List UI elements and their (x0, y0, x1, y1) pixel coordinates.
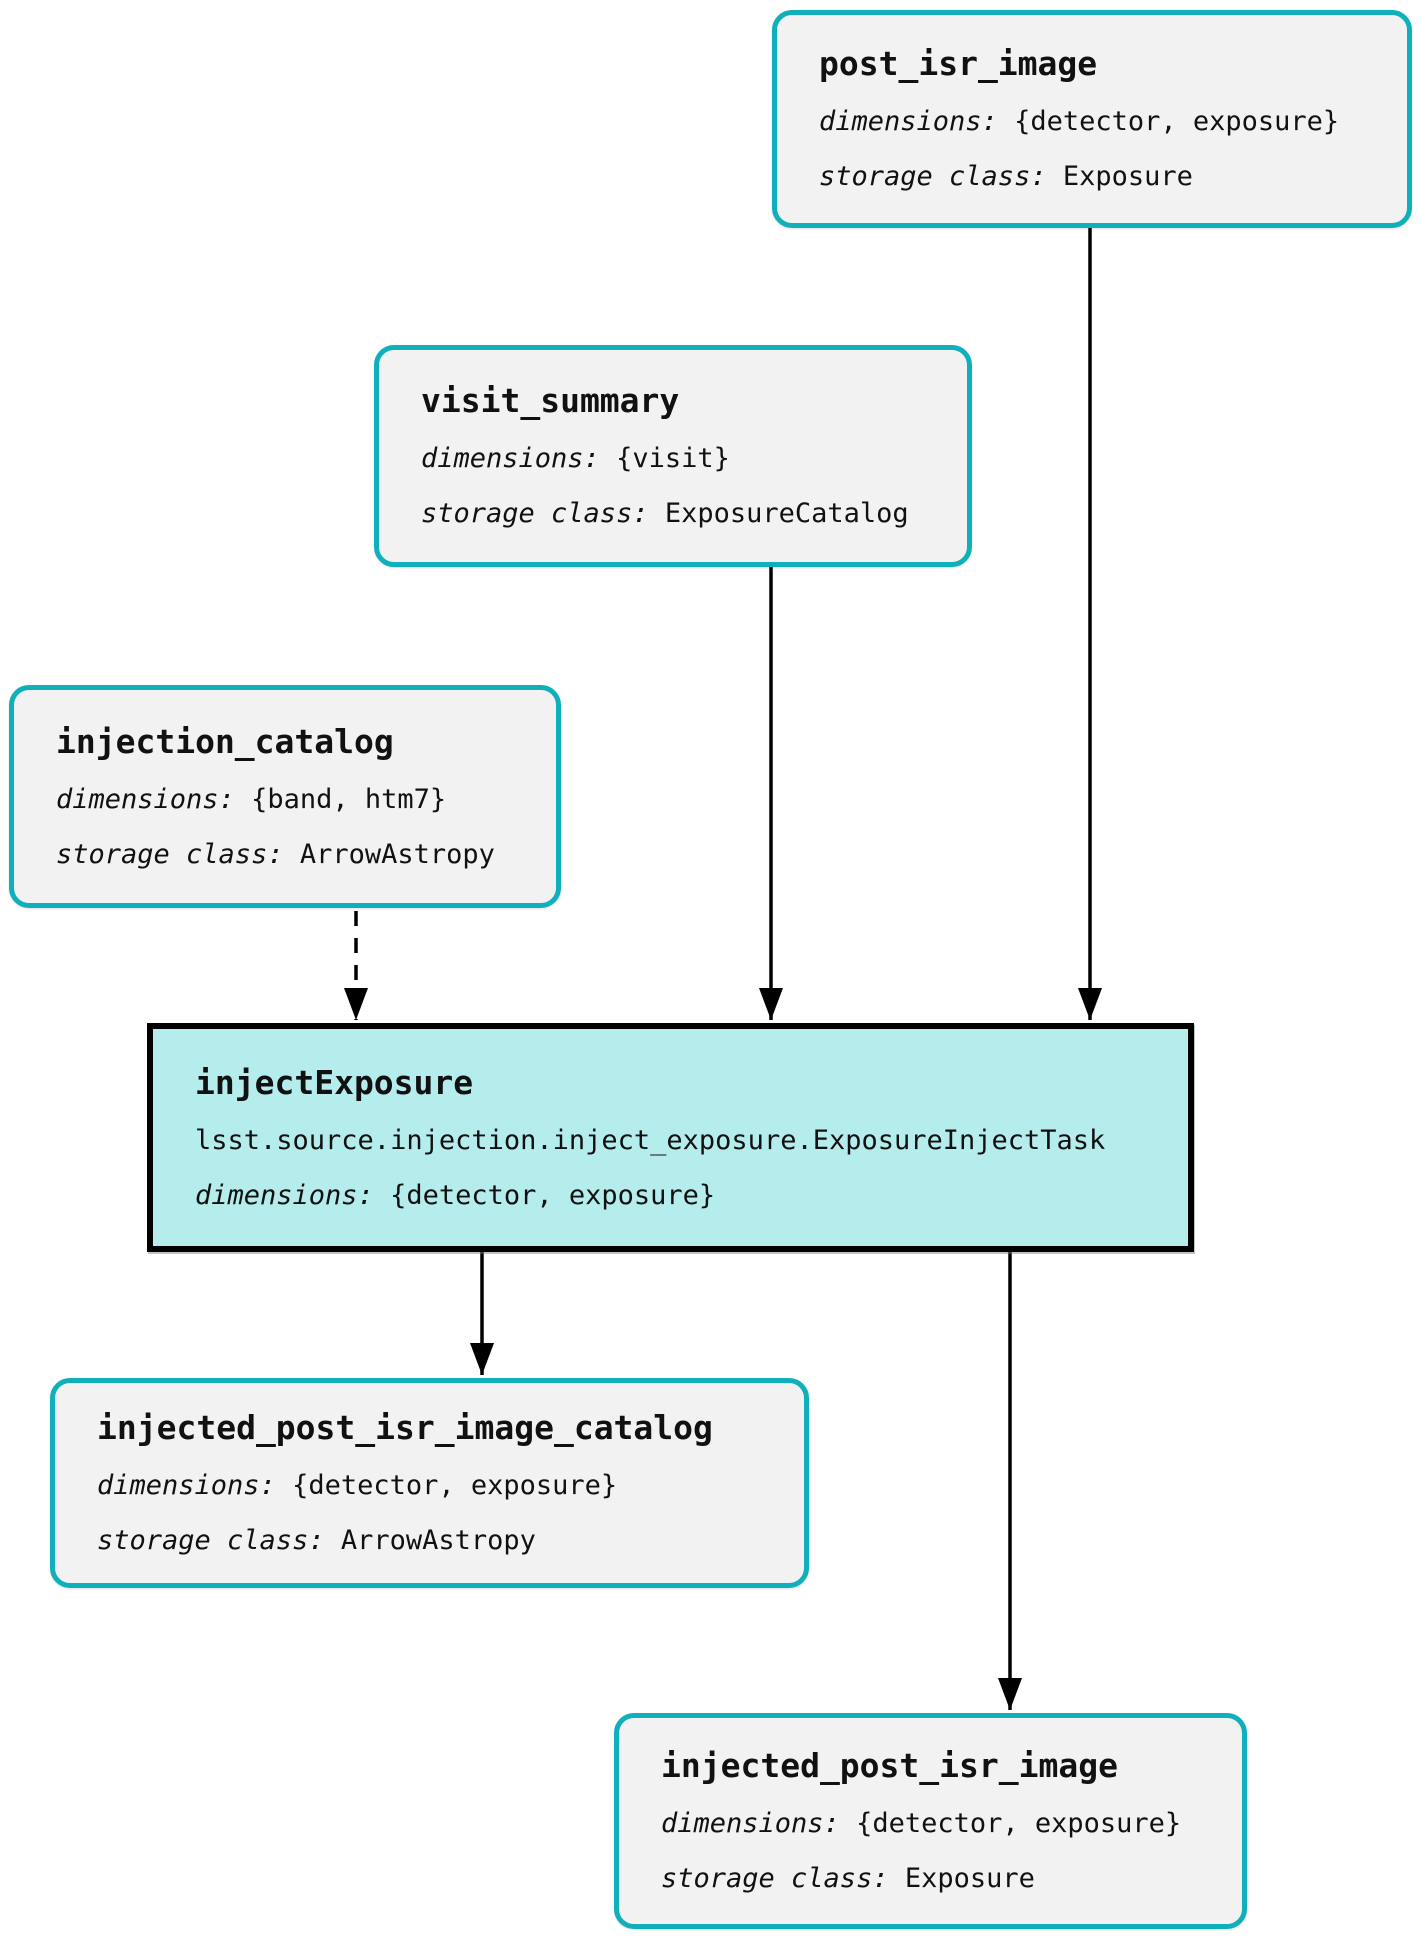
storage-class-label: storage class: (97, 1525, 325, 1557)
dimensions-label: dimensions: (661, 1808, 840, 1840)
storage-class-label: storage class: (421, 498, 649, 530)
node-dimensions: dimensions: {detector, exposure} (97, 1471, 762, 1501)
storage-class-value: ExposureCatalog (664, 498, 909, 530)
node-injected_post_isr_image: injected_post_isr_image dimensions: {det… (614, 1713, 1247, 1929)
node-title: visit_summary (421, 381, 680, 421)
storage-class-label: storage class: (819, 161, 1047, 193)
node-injection_catalog: injection_catalog dimensions: {band, htm… (9, 685, 561, 908)
node-injectExposure: injectExposure lsst.source.injection.inj… (147, 1023, 1194, 1252)
node-dimensions: dimensions: {detector, exposure} (661, 1809, 1200, 1839)
node-visit_summary: visit_summary dimensions: {visit} storag… (374, 345, 972, 567)
dimensions-value: {band, htm7} (251, 783, 447, 815)
task-class-value: lsst.source.injection.inject_exposure.Ex… (195, 1124, 1106, 1156)
node-title: injection_catalog (56, 721, 394, 761)
node-storage-class: storage class: ExposureCatalog (421, 499, 925, 529)
dimensions-label: dimensions: (195, 1179, 374, 1211)
dimensions-label: dimensions: (421, 443, 600, 475)
dimensions-label: dimensions: (97, 1470, 276, 1502)
storage-class-label: storage class: (56, 838, 284, 870)
node-title: injectExposure (195, 1062, 474, 1102)
node-dimensions: dimensions: {detector, exposure} (819, 107, 1365, 137)
node-storage-class: storage class: ArrowAstropy (97, 1526, 762, 1556)
storage-class-value: Exposure (1062, 161, 1193, 193)
dimensions-value: {detector, exposure} (1014, 106, 1340, 138)
node-dimensions: dimensions: {detector, exposure} (195, 1179, 1146, 1211)
storage-class-label: storage class: (661, 1863, 889, 1895)
node-title: post_isr_image (819, 44, 1098, 84)
node-storage-class: storage class: Exposure (661, 1864, 1200, 1894)
dimensions-value: {detector, exposure} (292, 1470, 618, 1502)
node-title: injected_post_isr_image (661, 1746, 1118, 1786)
dimensions-label: dimensions: (56, 783, 235, 815)
node-task-class: lsst.source.injection.inject_exposure.Ex… (195, 1126, 1146, 1156)
dimensions-value: {detector, exposure} (390, 1179, 716, 1211)
node-post_isr_image: post_isr_image dimensions: {detector, ex… (772, 10, 1412, 228)
storage-class-value: ArrowAstropy (299, 838, 495, 870)
dimensions-value: {detector, exposure} (856, 1808, 1182, 1840)
node-dimensions: dimensions: {visit} (421, 444, 925, 474)
node-title: injected_post_isr_image_catalog (97, 1408, 713, 1448)
dimensions-label: dimensions: (819, 106, 998, 138)
node-storage-class: storage class: ArrowAstropy (56, 838, 514, 870)
storage-class-value: Exposure (904, 1863, 1035, 1895)
node-injected_post_isr_image_catalog: injected_post_isr_image_catalog dimensio… (50, 1378, 809, 1588)
storage-class-value: ArrowAstropy (340, 1525, 536, 1557)
node-storage-class: storage class: Exposure (819, 162, 1365, 192)
node-dimensions: dimensions: {band, htm7} (56, 785, 514, 815)
dimensions-value: {visit} (616, 443, 730, 475)
